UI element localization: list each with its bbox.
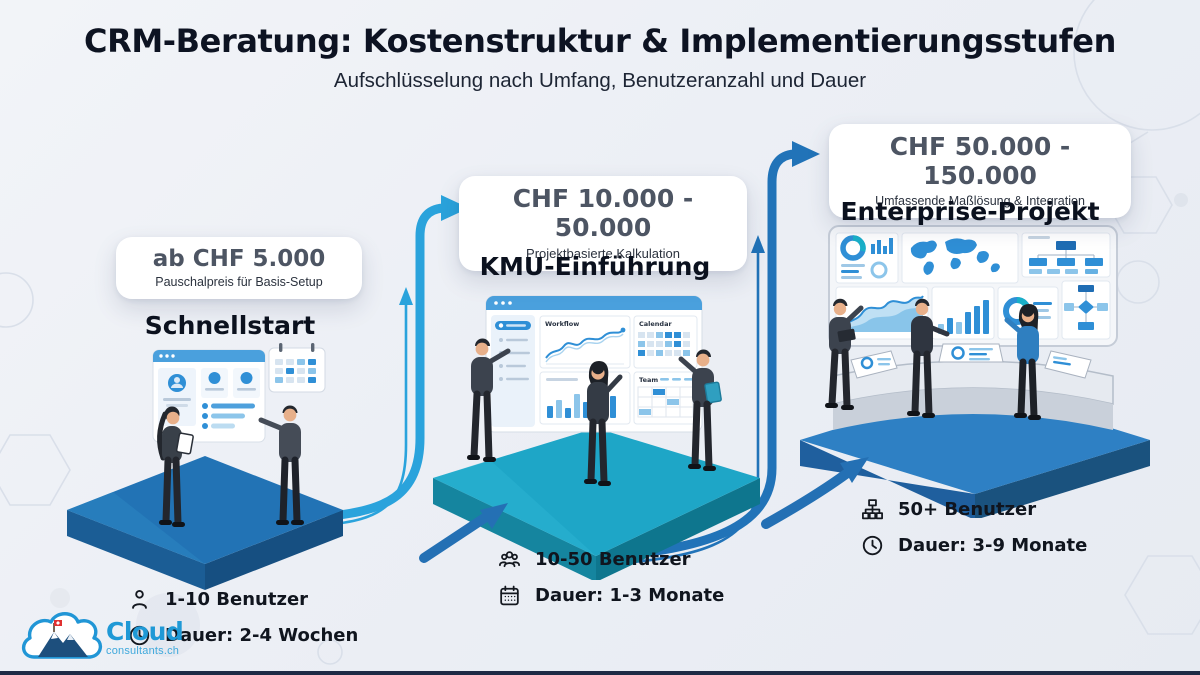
users-group-icon [499,551,520,568]
scene-schnellstart [67,343,343,590]
price-card-kmu: CHF 10.000 - 50.000 Projektbasierte Kalk… [459,176,747,271]
duration-text: Dauer: 2-4 Wochen [165,625,359,646]
duration-text: Dauer: 1-3 Monate [535,585,725,606]
stats-kmu: 10-50 Benutzer Dauer: 1-3 Monate [497,546,724,609]
stage-title-schnellstart: Schnellstart [144,311,316,340]
arrow-into-stage3 [761,457,869,529]
person-man-console [907,298,950,418]
platform-1 [67,456,343,590]
cloud-mountain-logo-icon [22,612,102,659]
users-row: 1-10 Benutzer [127,586,358,613]
panel-flowchart [1061,280,1111,340]
stats-enterprise: 50+ Benutzer Dauer: 3-9 Monate [860,496,1087,559]
stats-schnellstart: 1-10 Benutzer Dauer: 2-4 Wochen [127,586,358,649]
panel-workflow-label: Workflow [545,320,579,328]
price-card-enterprise: CHF 50.000 - 150.000 Umfassende Maßlösun… [829,124,1131,218]
logo-domain: consultants.ch [106,645,180,657]
person-woman-center [584,361,623,486]
bottom-strip [0,671,1200,675]
calendar-widget [268,343,326,393]
panel-calendar: Calendar [633,315,698,369]
user-icon [132,590,147,609]
scene-enterprise [800,225,1150,518]
clock-icon [129,625,150,646]
header: CRM-Beratung: Kostenstruktur & Implement… [0,22,1200,93]
person-man-pointing [258,405,304,525]
panel-donut-bars [835,232,899,284]
price-value: CHF 50.000 - 150.000 [889,132,1071,190]
panel-workflow: Workflow [539,315,631,369]
stage-title-enterprise: Enterprise-Projekt [840,197,1100,226]
duration-row: Dauer: 1-3 Monate [497,582,724,609]
person-woman-tablet [157,406,194,527]
person-man-clipboard [678,349,722,471]
platform-2 [433,428,760,580]
panel-world-map [901,232,1019,284]
users-row: 50+ Benutzer [860,496,1087,523]
person-man-tablet [825,298,864,410]
panel-area-chart [835,286,929,340]
users-text: 1-10 Benutzer [165,589,309,610]
logo-name: Cloud [106,617,184,646]
users-text: 10-50 Benutzer [535,549,691,570]
stage-title-kmu: KMU-Einführung [479,252,711,281]
panel-org-tree [1021,232,1111,278]
page-title: CRM-Beratung: Kostenstruktur & Implement… [84,22,1116,60]
duration-row: Dauer: 2-4 Wochen [127,622,358,649]
price-note: Pauschalpreis für Basis-Setup [155,275,323,290]
price-card-schnellstart: ab CHF 5.000 Pauschalpreis für Basis-Set… [116,237,362,300]
users-text: 50+ Benutzer [898,499,1037,520]
person-woman-blue [1004,304,1041,420]
page-subtitle: Aufschlüsselung nach Umfang, Benutzeranz… [333,69,867,92]
panel-team-label: Team [639,376,658,384]
calendar-icon [500,585,519,606]
scene-kmu: Workflow Calendar [433,295,760,580]
price-value: ab CHF 5.000 [152,246,326,272]
users-row: 10-50 Benutzer [497,546,724,573]
panel-calendar-label: Calendar [639,320,672,328]
arrow-stage1-to-stage2 [323,195,469,527]
monitor-wall [828,225,1118,347]
arrow-into-stage2 [419,503,508,563]
duration-row: Dauer: 3-9 Monate [860,532,1087,559]
price-note: Projektbasierte Kalkulation [526,245,680,261]
person-man-left [467,338,511,462]
duration-text: Dauer: 3-9 Monate [898,535,1088,556]
org-chart-icon [862,499,883,520]
crm-contacts-window [152,349,266,443]
price-value: CHF 10.000 - 50.000 [512,184,694,242]
brand-logo: Cloud consultants.ch [16,605,184,667]
price-note: Umfassende Maßlösung & Integration [875,193,1085,208]
clock-icon [862,535,883,556]
